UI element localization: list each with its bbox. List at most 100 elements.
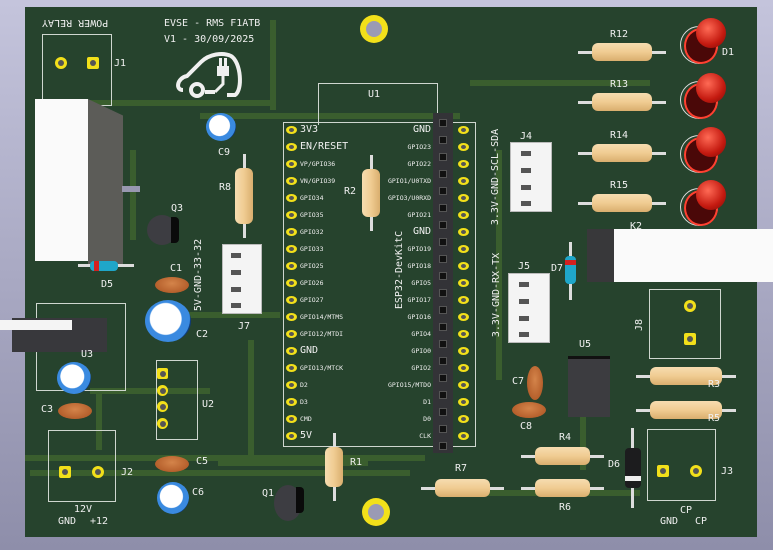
u1-left-pin-label: GPIO32 <box>300 228 324 236</box>
u1-left-pad <box>286 381 297 389</box>
trace <box>150 312 280 318</box>
trace <box>40 100 270 106</box>
r8-ref: R8 <box>219 182 232 193</box>
u1-left-pad <box>286 194 297 202</box>
j3-pad-gnd <box>657 465 669 477</box>
u1-value: ESP32-DevKitC <box>394 230 406 310</box>
trace <box>130 150 136 240</box>
u1-left-pad <box>286 364 297 372</box>
c1-ref: C1 <box>170 263 183 274</box>
header-hole <box>439 408 447 416</box>
relay-k1 <box>35 99 88 261</box>
d7-ref: D7 <box>551 263 564 274</box>
r15-ref: R15 <box>610 180 629 191</box>
u1-module-outline <box>283 122 476 447</box>
trace <box>248 340 254 460</box>
u1-left-pad <box>286 313 297 321</box>
u1-right-pin-label: GPIO23 <box>407 143 431 151</box>
resistor-r5 <box>630 400 742 420</box>
led-d3 <box>680 127 726 173</box>
j3-pad-cp <box>690 465 702 477</box>
c3-ref: C3 <box>41 404 54 415</box>
u1-left-pin-label: GPIO26 <box>300 279 324 287</box>
capacitor-c2 <box>145 300 191 342</box>
j3-pin1-label: GND <box>660 516 679 527</box>
u1-left-pad <box>286 177 297 185</box>
u1-right-pin-label: GND <box>412 124 431 135</box>
u1-left-pin-label: GPIO34 <box>300 194 324 202</box>
j5-connector <box>508 273 550 343</box>
u1-left-pad <box>286 347 297 355</box>
led-d2 <box>680 73 726 119</box>
j8-ref: J8 <box>634 318 646 332</box>
j2-label: 12V <box>74 504 93 515</box>
trace <box>96 390 102 450</box>
trace <box>270 20 276 110</box>
j2-connector <box>48 430 116 502</box>
j3-ref: J3 <box>721 466 734 477</box>
u2-pin-1 <box>157 368 168 379</box>
j1-pad-2 <box>87 57 99 69</box>
diode-d5 <box>78 261 134 273</box>
j2-pin2-label: +12 <box>90 516 109 527</box>
header-hole <box>439 204 447 212</box>
header-hole <box>439 170 447 178</box>
resistor-r14 <box>572 143 672 163</box>
u2-pin-4 <box>157 418 168 429</box>
u1-left-pad <box>286 126 297 134</box>
j5-ref: J5 <box>518 261 531 272</box>
led-d4 <box>680 180 726 226</box>
d6-ref: D6 <box>608 459 621 470</box>
u1-right-pin-label: GPIO16 <box>407 313 431 321</box>
trace <box>200 113 460 119</box>
j1-label: POWER RELAY <box>42 17 109 28</box>
trace <box>496 150 502 380</box>
j4-label: 3.3V-GND-SCL-SDA <box>490 128 502 226</box>
r3-ref: R3 <box>708 379 721 390</box>
u1-left-pin-label: GPIO35 <box>300 211 324 219</box>
u1-left-pin-label: GPIO12/MTDI <box>300 330 344 338</box>
capacitor-c7 <box>527 366 543 400</box>
resistor-r4 <box>515 446 610 466</box>
d1-ref: D1 <box>722 47 735 58</box>
mounting-hole <box>362 498 390 526</box>
regulator-u3-tab <box>0 320 72 330</box>
header-hole <box>439 272 447 280</box>
r14-ref: R14 <box>610 130 629 141</box>
u1-right-pad <box>458 432 469 440</box>
resistor-r15 <box>572 193 672 213</box>
u1-right-pin-label: GPIO21 <box>407 211 431 219</box>
j7-connector <box>222 244 262 314</box>
header-hole <box>439 306 447 314</box>
relay-k1-pin <box>122 186 140 192</box>
u1-right-pad <box>458 347 469 355</box>
r5-ref: R5 <box>708 413 721 424</box>
u1-left-pin-label: 3V3 <box>300 124 319 135</box>
j4-ref: J4 <box>520 131 533 142</box>
j8-pad-1 <box>684 300 696 312</box>
u1-right-pad <box>458 279 469 287</box>
u1-left-pad <box>286 415 297 423</box>
capacitor-c3 <box>58 403 92 419</box>
u1-right-pad <box>458 415 469 423</box>
u5-ref: U5 <box>579 339 592 350</box>
header-hole <box>439 289 447 297</box>
u1-right-pad <box>458 126 469 134</box>
u2-ref: U2 <box>202 399 215 410</box>
relay-k2 <box>614 229 773 282</box>
header-hole <box>439 136 447 144</box>
j2-ref: J2 <box>121 467 134 478</box>
j1-pad-1 <box>55 57 67 69</box>
capacitor-c5 <box>155 456 189 472</box>
mounting-hole <box>360 15 388 43</box>
capacitor-c8 <box>512 402 546 418</box>
relay-k1-side <box>88 99 123 264</box>
u1-left-pin-label: CMD <box>300 415 312 423</box>
u1-right-pad <box>458 160 469 168</box>
u1-left-pin-label: GPIO13/MTCK <box>300 364 344 372</box>
u1-left-pad <box>286 143 297 151</box>
u1-right-pin-label: GPIO3/U0RXD <box>387 194 431 202</box>
u1-right-pad <box>458 245 469 253</box>
u1-left-pin-label: GND <box>300 345 319 356</box>
u1-left-pin-label: VP/GPIO36 <box>300 160 336 168</box>
